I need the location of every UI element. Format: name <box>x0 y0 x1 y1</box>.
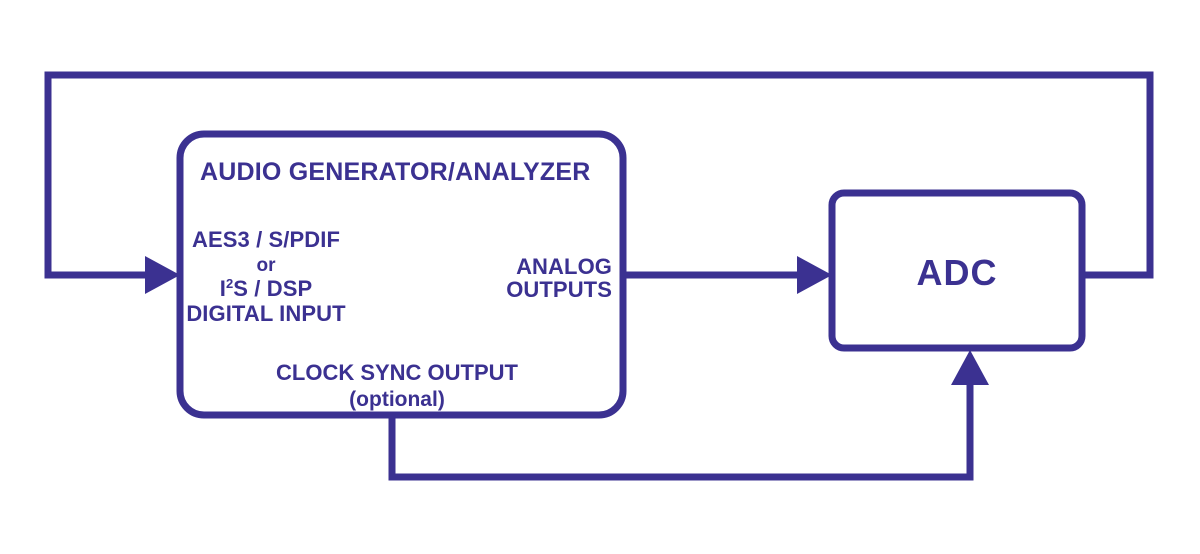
generator-box-outline[interactable] <box>176 130 627 419</box>
analog-output-line-1: ANALOG <box>516 254 612 279</box>
connection-analog-out-to-adc <box>623 256 832 294</box>
connection-clock-sync-to-adc <box>388 350 989 481</box>
digital-input-line-i2s: I2S / DSP <box>220 276 313 301</box>
clock-sync-arrowhead-icon <box>951 350 989 385</box>
i2s-superscript: 2 <box>226 276 233 291</box>
clock-sync-output-label: CLOCK SYNC OUTPUT <box>276 360 519 385</box>
digital-input-line-4: DIGITAL INPUT <box>186 301 346 326</box>
analog-output-arrowhead-icon <box>797 256 832 294</box>
digital-input-line-or: or <box>257 255 277 276</box>
adc-title: ADC <box>917 252 998 293</box>
generator-analog-output-label: ANALOG OUTPUTS <box>506 254 612 302</box>
clock-sync-optional-label: (optional) <box>349 388 445 411</box>
feedback-loop-wire <box>44 71 1154 279</box>
generator-digital-input-label: AES3 / S/PDIF or I2S / DSP DIGITAL INPUT <box>186 227 346 326</box>
connection-adc-digital-feedback <box>44 71 1154 294</box>
i2s-base: I <box>220 276 226 301</box>
block-adc[interactable]: ADC <box>828 189 1086 352</box>
digital-input-line-1: AES3 / S/PDIF <box>192 227 340 252</box>
block-audio-generator-analyzer[interactable]: AUDIO GENERATOR/ANALYZER AES3 / S/PDIF o… <box>176 130 627 419</box>
clock-sync-wire <box>388 385 974 481</box>
generator-clock-sync-label: CLOCK SYNC OUTPUT (optional) <box>276 360 519 411</box>
analog-output-line-2: OUTPUTS <box>506 277 612 302</box>
generator-title: AUDIO GENERATOR/ANALYZER <box>200 158 590 186</box>
feedback-arrowhead-icon <box>145 256 180 294</box>
i2s-rest: S / DSP <box>233 276 312 301</box>
adc-box-outline[interactable] <box>828 189 1086 352</box>
